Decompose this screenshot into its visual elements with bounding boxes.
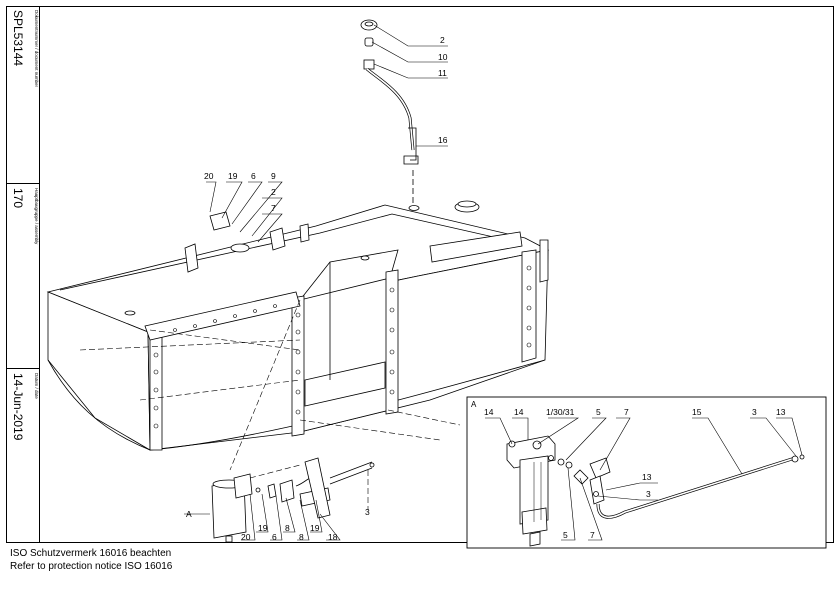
callout-3: 3: [365, 507, 370, 517]
detail-callout-3-top: 3: [752, 407, 757, 417]
callout-20-top: 20: [204, 171, 214, 181]
detail-callout-3-mid: 3: [646, 489, 651, 499]
detail-callout-14a: 14: [484, 407, 494, 417]
callout-18: 18: [328, 532, 338, 542]
drawing-frame: [6, 6, 834, 543]
detail-callout-15: 15: [692, 407, 702, 417]
callout-8-bottom-b: 8: [299, 532, 304, 542]
fuel-tank: [46, 200, 550, 471]
callout-10: 10: [438, 52, 448, 62]
callout-7-top: 7: [271, 203, 276, 213]
filter-assembly-lower: [211, 457, 375, 543]
detail-callout-13-mid: 13: [642, 472, 652, 482]
callout-leaders: [184, 24, 448, 541]
detail-A-label: A: [471, 400, 477, 409]
callout-6-top: 6: [251, 171, 256, 181]
detail-callout-7-top: 7: [624, 407, 629, 417]
detail-callout-5-bottom: 5: [563, 530, 568, 540]
callout-19-top: 19: [228, 171, 238, 181]
protection-notice-de: ISO Schutzvermerk 16016 beachten: [10, 548, 172, 559]
filler-neck-assembly: [360, 19, 419, 205]
detail-callout-7-bottom: 7: [590, 530, 595, 540]
detail-callout-5-top: 5: [596, 407, 601, 417]
assembly-cell: Hauptbaugruppe / assembly 170: [6, 184, 39, 369]
detail-callout-13-top: 13: [776, 407, 786, 417]
callout-19-bottom-a: 19: [258, 523, 268, 533]
detail-callout-1-30-31: 1/30/31: [546, 407, 575, 417]
callout-16: 16: [438, 135, 448, 145]
callout-2-top: 2: [271, 187, 276, 197]
detail-callout-14b: 14: [514, 407, 524, 417]
detail-A: A: [466, 396, 827, 549]
callout-6-bottom: 6: [272, 532, 277, 542]
document-number-cell: Dokumentnummer / document number SPL5314…: [6, 6, 39, 184]
title-block: Dokumentnummer / document number SPL5314…: [6, 6, 40, 543]
callout-2: 2: [440, 35, 445, 45]
callout-11: 11: [438, 68, 447, 78]
callout-A: A: [186, 509, 192, 519]
callout-20-bottom: 20: [241, 532, 251, 542]
protection-notice-en: Refer to protection notice ISO 16016: [10, 561, 173, 572]
callout-19-bottom-b: 19: [310, 523, 320, 533]
callout-9: 9: [271, 171, 276, 181]
callout-8-bottom-a: 8: [285, 523, 290, 533]
